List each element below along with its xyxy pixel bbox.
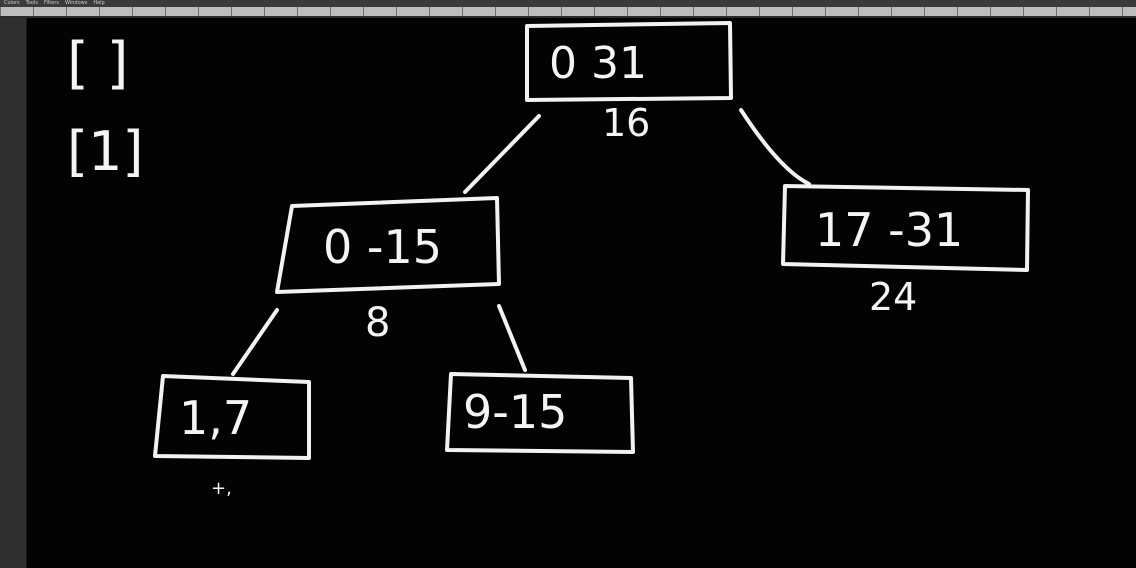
edge-left-leftchild (231, 308, 279, 376)
menu-bar: Colors Tools Filters Windows Help (0, 0, 1136, 7)
node-left-left-range: 1,7 (179, 391, 252, 445)
drawing-canvas[interactable]: [ ] [1] 0 31 16 0 -15 8 17 -31 24 1,7 9-… (27, 18, 1136, 568)
menu-colors[interactable]: Colors (4, 0, 20, 6)
node-right-mid: 24 (869, 275, 917, 319)
menu-help[interactable]: Help (93, 0, 105, 6)
node-left-left-box (153, 374, 311, 460)
node-right-range: 17 -31 (815, 203, 963, 257)
node-left-mid: 8 (365, 300, 390, 346)
toolbox-panel[interactable] (0, 18, 27, 568)
edge-left-rightchild (497, 304, 527, 372)
node-root-box (525, 21, 733, 102)
menu-filters[interactable]: Filters (44, 0, 59, 6)
node-left-box (275, 196, 501, 294)
node-root-mid: 16 (602, 101, 650, 145)
node-right-box (781, 184, 1030, 272)
node-left-right-range: 9-15 (463, 385, 567, 439)
horizontal-ruler[interactable] (0, 7, 1136, 18)
node-left-range: 0 -15 (323, 220, 442, 274)
node-root-range: 0 31 (549, 38, 647, 89)
menu-tools[interactable]: Tools (25, 0, 38, 6)
hand-drawn-tree-diagram: [ ] [1] 0 31 16 0 -15 8 17 -31 24 1,7 9-… (67, 21, 1030, 499)
edge-root-left (463, 114, 541, 194)
menu-windows[interactable]: Windows (65, 0, 88, 6)
edge-root-right (739, 108, 811, 186)
pen-cursor-mark: +, (211, 478, 232, 499)
note-empty-brackets: [ ] (67, 31, 129, 96)
note-bracket-one: [1] (67, 120, 144, 183)
node-left-right-box (445, 372, 635, 454)
